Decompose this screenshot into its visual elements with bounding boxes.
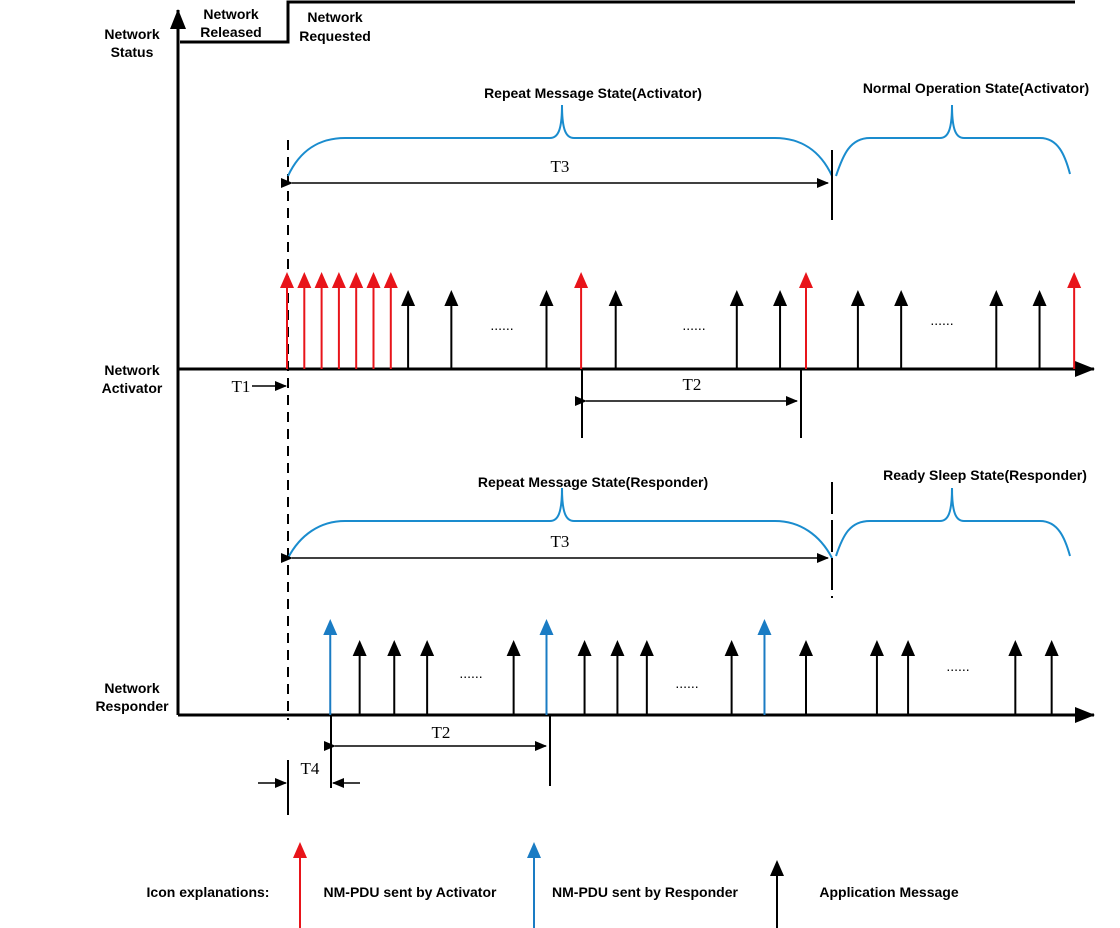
released-label-2: Released (200, 24, 261, 40)
responder-t2-label: T2 (432, 723, 451, 742)
application-message-arrow (420, 640, 435, 715)
responder-axis-label-1: Network (104, 680, 159, 696)
application-message-arrow (577, 640, 592, 715)
activator-t2-label: T2 (683, 375, 702, 394)
legend-activator-pdu-label: NM-PDU sent by Activator (324, 884, 498, 900)
application-message-arrow (639, 640, 654, 715)
activator-nm-pdu-arrow (366, 272, 381, 369)
repeat-message-brace-activator (287, 104, 833, 177)
legend-activator-arrow (293, 842, 307, 928)
status-axis-label-2: Status (111, 44, 154, 60)
activator-axis-label-1: Network (104, 362, 159, 378)
legend-activator-pdu-icon (293, 842, 307, 928)
t1-marker: T1 (232, 377, 287, 396)
repeat-message-brace-responder (287, 487, 833, 559)
network-status-line (180, 0, 1075, 44)
repeat-message-state-activator-label: Repeat Message State(Activator) (484, 85, 702, 101)
application-message-arrow (608, 290, 623, 369)
activator-nm-pdu-arrow (1067, 272, 1082, 369)
activator-nm-pdu-arrow (280, 272, 294, 369)
activator-nm-pdu-arrow (574, 272, 589, 369)
responder-nm-pdu-arrow (539, 619, 554, 715)
requested-label-1: Network (307, 9, 362, 25)
legend-responder-pdu-label: NM-PDU sent by Responder (552, 884, 738, 900)
activator-axis-label-2: Activator (102, 380, 163, 396)
application-message-arrow (729, 290, 744, 369)
application-message-arrow (989, 290, 1004, 369)
activator-ellipsis-3: ...... (930, 312, 953, 328)
legend-application-message-icon (770, 860, 784, 928)
responder-t2-dimension: T2 (324, 715, 551, 788)
repeat-message-state-responder-label: Repeat Message State(Responder) (478, 474, 708, 490)
responder-ellipsis-1: ...... (459, 665, 482, 681)
activator-ellipsis-2: ...... (682, 317, 705, 333)
activator-nm-pdu-arrow (314, 272, 329, 369)
activator-state-braces: Repeat Message State(Activator) Normal O… (281, 80, 1089, 220)
normal-operation-brace (835, 104, 1071, 177)
released-label-1: Network (203, 6, 258, 22)
application-message-arrow (444, 290, 459, 369)
application-message-arrow (506, 640, 521, 715)
activator-nm-pdu-arrow (799, 272, 813, 369)
application-message-arrow (610, 640, 625, 715)
responder-nm-pdu-arrow (323, 619, 338, 715)
activator-nm-pdu-arrow (331, 272, 346, 369)
application-message-arrow (869, 640, 884, 715)
activator-nm-pdu-arrow (349, 272, 364, 369)
responder-messages (323, 619, 1059, 715)
application-message-arrow (799, 640, 813, 715)
activator-t3-label: T3 (551, 157, 570, 176)
responder-ellipsis-2: ...... (675, 675, 698, 691)
application-message-arrow (894, 290, 909, 369)
responder-ellipsis-3: ...... (946, 658, 969, 674)
t4-label: T4 (301, 759, 320, 778)
application-message-arrow (352, 640, 367, 715)
legend-application-arrow (770, 860, 784, 928)
application-message-arrow (724, 640, 739, 715)
legend: Icon explanations: NM-PDU sent by Activa… (147, 842, 959, 928)
requested-label-2: Requested (299, 28, 371, 44)
application-message-arrow (1008, 640, 1023, 715)
legend-title: Icon explanations: (147, 884, 270, 900)
application-message-arrow (401, 290, 416, 369)
application-message-arrow (850, 290, 865, 369)
activator-ellipsis-1: ...... (490, 317, 513, 333)
application-message-arrow (773, 290, 788, 369)
ready-sleep-brace (835, 487, 1071, 557)
application-message-arrow (1032, 290, 1047, 369)
network-status-axis: Network Status Network Released Network … (104, 0, 1075, 715)
application-message-arrow (901, 640, 916, 715)
responder-state-braces: Repeat Message State(Responder) Ready Sl… (281, 467, 1087, 598)
legend-responder-pdu-icon (527, 842, 541, 928)
responder-axis-label-2: Responder (95, 698, 169, 714)
t1-label: T1 (232, 377, 251, 396)
application-message-arrow (387, 640, 402, 715)
responder-nm-pdu-arrow (757, 619, 772, 715)
application-message-arrow (1044, 640, 1059, 715)
activator-nm-pdu-arrow (297, 272, 312, 369)
responder-axis: Network Responder (95, 680, 1095, 723)
t4-dimension: T4 (258, 759, 360, 815)
ready-sleep-state-label: Ready Sleep State(Responder) (883, 467, 1087, 483)
activator-nm-pdu-arrow (383, 272, 398, 369)
responder-t3-label: T3 (551, 532, 570, 551)
activator-axis: Network Activator (102, 361, 1095, 396)
status-axis-label-1: Network (104, 26, 159, 42)
normal-operation-state-label: Normal Operation State(Activator) (863, 80, 1089, 96)
activator-messages (280, 272, 1082, 369)
activator-t2-dimension: T2 (575, 369, 802, 438)
application-message-arrow (539, 290, 554, 369)
legend-application-label: Application Message (819, 884, 958, 900)
legend-responder-arrow (527, 842, 541, 928)
